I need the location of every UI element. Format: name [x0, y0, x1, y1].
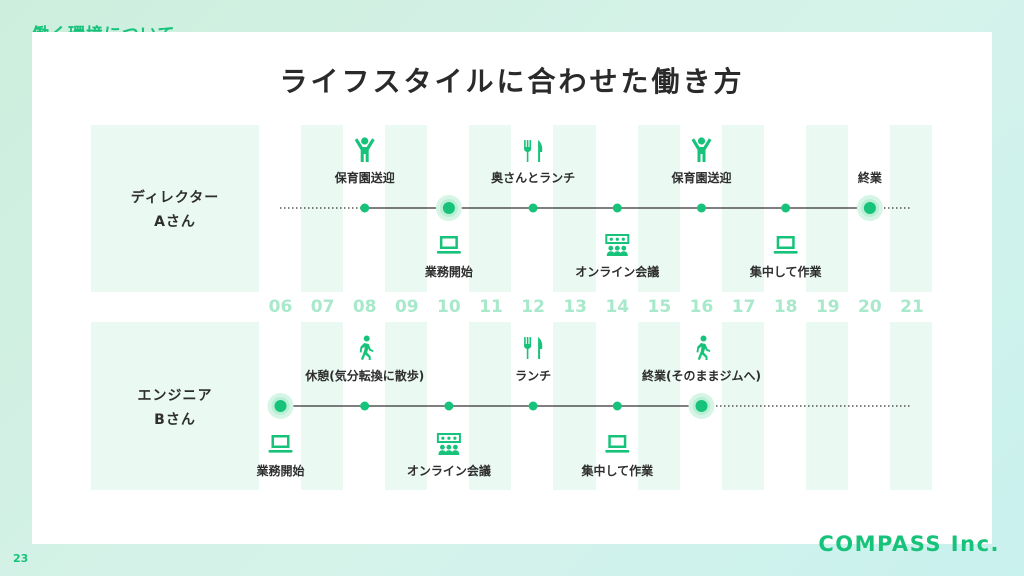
- timeline-dot: [360, 401, 370, 411]
- timeline-dot: [612, 203, 622, 213]
- laptop-icon: [773, 236, 798, 254]
- hour-label: 18: [773, 297, 798, 317]
- person-label: Aさん: [154, 214, 196, 230]
- person-role: ディレクター: [130, 190, 220, 206]
- person-panel: [91, 322, 259, 490]
- hour-label: 08: [352, 297, 377, 317]
- page-number: 23: [13, 552, 29, 565]
- childcare-person-icon: [354, 137, 375, 162]
- hour-label: 10: [437, 297, 461, 317]
- laptop-icon: [436, 236, 461, 254]
- milestone-dot: [442, 202, 455, 214]
- laptop-icon: [605, 435, 630, 453]
- page-title: ライフスタイルに合わせた働き方: [279, 65, 745, 98]
- timeline-dot: [697, 203, 706, 213]
- person-panel: [91, 125, 259, 292]
- fork-knife-icon: [524, 337, 543, 359]
- person-label: Bさん: [154, 412, 196, 428]
- online-meeting-icon: [605, 234, 630, 256]
- timeline-dot: [612, 401, 622, 411]
- childcare-person-icon: [691, 137, 712, 162]
- walking-person-icon: [696, 335, 711, 360]
- timeline-dot: [528, 203, 538, 213]
- milestone-dot: [695, 400, 708, 412]
- person-role: エンジニア: [137, 388, 213, 404]
- hour-label: 14: [605, 297, 630, 317]
- hour-label: 17: [731, 297, 756, 317]
- hour-label: 19: [815, 297, 840, 317]
- timeline-dot: [360, 203, 370, 213]
- milestone-dot: [863, 202, 876, 214]
- hour-label: 21: [900, 297, 924, 317]
- hour-label: 06: [268, 297, 293, 317]
- hour-label: 13: [563, 297, 588, 317]
- person-name: ディレクター Aさん: [100, 186, 250, 234]
- company-logo: COMPASS Inc.: [818, 532, 1000, 556]
- person-name: エンジニア Bさん: [100, 384, 250, 432]
- hour-label: 09: [394, 297, 419, 317]
- laptop-icon: [268, 435, 293, 453]
- hour-label: 11: [479, 297, 503, 317]
- fork-knife-icon: [524, 140, 543, 162]
- hour-label: 15: [647, 297, 672, 317]
- timeline-dot: [444, 401, 454, 411]
- walking-person-icon: [359, 335, 374, 360]
- milestone-dot: [274, 400, 287, 412]
- hour-label: 20: [858, 297, 882, 317]
- timeline-dot: [528, 401, 538, 411]
- hour-label: 12: [521, 297, 545, 317]
- hour-label: 07: [310, 297, 335, 317]
- online-meeting-icon: [436, 433, 461, 455]
- hour-label: 16: [689, 297, 714, 317]
- timeline-dot: [781, 203, 791, 213]
